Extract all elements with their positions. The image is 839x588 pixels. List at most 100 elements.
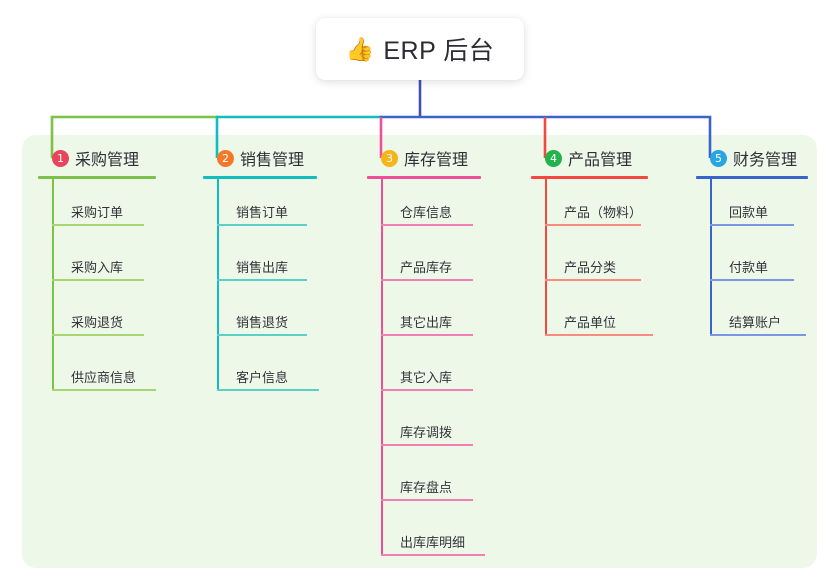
branch-column-5: 5 财务管理回款单付款单结算账户 — [696, 146, 808, 344]
branch-column-2: 2 销售管理销售订单销售出库销售退货客户信息 — [203, 146, 319, 399]
branch-number-badge: 3 — [381, 149, 398, 167]
branch-item[interactable]: 采购订单 — [38, 179, 156, 234]
branch-number-badge: 1 — [52, 149, 69, 167]
branch-item-rule — [381, 499, 473, 501]
branch-item-label: 客户信息 — [236, 370, 289, 385]
branch-item[interactable]: 其它出库 — [367, 289, 481, 344]
branch-item-label: 产品分类 — [564, 260, 617, 275]
branch-item-rule — [217, 334, 307, 336]
branch-item-label: 库存盘点 — [400, 480, 453, 495]
root-node-title: ERP 后台 — [383, 37, 495, 65]
branch-item-rule — [381, 279, 473, 281]
branch-title: 产品管理 — [568, 152, 633, 169]
branch-item-rule — [217, 389, 319, 391]
branch-title: 财务管理 — [733, 152, 798, 169]
branch-item-list: 产品（物料） 产品分类产品单位 — [531, 179, 653, 344]
branch-item-label: 采购订单 — [71, 205, 124, 220]
branch-title: 销售管理 — [240, 152, 305, 169]
branch-item-rule — [710, 224, 794, 226]
branch-header-1[interactable]: 1 采购管理 — [38, 146, 156, 170]
branch-item-label: 产品（物料） — [564, 205, 643, 220]
branch-column-1: 1 采购管理采购订单采购入库采购退货供应商信息 — [38, 146, 156, 399]
branch-item-rule — [52, 334, 144, 336]
branch-item-rule — [381, 334, 473, 336]
branch-title: 采购管理 — [75, 152, 140, 169]
branch-item[interactable]: 产品单位 — [531, 289, 653, 344]
branch-item[interactable]: 产品库存 — [367, 234, 481, 289]
branch-item-label: 付款单 — [729, 260, 769, 275]
branch-item-label: 产品单位 — [564, 315, 617, 330]
branch-number-badge: 2 — [217, 149, 234, 167]
branch-item-label: 其它入库 — [400, 370, 453, 385]
branch-item[interactable]: 库存盘点 — [367, 454, 481, 509]
branch-item-label: 回款单 — [729, 205, 769, 220]
branch-item[interactable]: 出库库明细 — [367, 509, 485, 564]
branch-item-rule — [381, 444, 473, 446]
branch-column-4: 4 产品管理产品（物料） 产品分类产品单位 — [531, 146, 653, 344]
root-node-card[interactable]: 👍 ERP 后台 — [316, 18, 524, 80]
branch-spine-line — [381, 179, 383, 556]
branch-item[interactable]: 其它入库 — [367, 344, 481, 399]
branch-header-rule — [531, 176, 648, 179]
branch-item-list: 仓库信息产品库存其它出库其它入库库存调拨库存盘点出库库明细 — [367, 179, 485, 564]
branch-item-label: 采购退货 — [71, 315, 124, 330]
branch-item[interactable]: 客户信息 — [203, 344, 319, 399]
branch-item-rule — [52, 279, 144, 281]
branch-item[interactable]: 采购入库 — [38, 234, 156, 289]
branch-item[interactable]: 采购退货 — [38, 289, 156, 344]
branch-item[interactable]: 结算账户 — [696, 289, 808, 344]
branch-spine-line — [710, 179, 712, 336]
branch-item-rule — [545, 279, 641, 281]
branch-header-rule — [696, 176, 808, 179]
branch-item[interactable]: 产品分类 — [531, 234, 648, 289]
branch-header-4[interactable]: 4 产品管理 — [531, 146, 648, 170]
branch-item[interactable]: 付款单 — [696, 234, 808, 289]
branch-item-rule — [381, 389, 473, 391]
branch-item-rule — [52, 224, 144, 226]
branch-number-badge: 5 — [710, 149, 727, 167]
branch-item-label: 产品库存 — [400, 260, 453, 275]
branch-item[interactable]: 销售退货 — [203, 289, 317, 344]
branch-item-label: 采购入库 — [71, 260, 124, 275]
branch-item-label: 销售出库 — [236, 260, 289, 275]
branch-item[interactable]: 仓库信息 — [367, 179, 481, 234]
branch-item-label: 销售订单 — [236, 205, 289, 220]
branch-item[interactable]: 产品（物料） — [531, 179, 648, 234]
branch-item-rule — [52, 389, 156, 391]
branch-spine-line — [217, 179, 219, 391]
branch-item-list: 回款单付款单结算账户 — [696, 179, 808, 344]
branch-header-5[interactable]: 5 财务管理 — [696, 146, 808, 170]
branch-spine-line — [52, 179, 54, 391]
branch-item-label: 其它出库 — [400, 315, 453, 330]
branch-item-rule — [381, 554, 485, 556]
branch-item-rule — [217, 279, 307, 281]
branch-item-rule — [381, 224, 473, 226]
branch-item-label: 库存调拨 — [400, 425, 453, 440]
branch-item-rule — [710, 334, 806, 336]
branch-item-rule — [217, 224, 307, 226]
branch-item-label: 出库库明细 — [400, 535, 466, 550]
branch-item-label: 结算账户 — [729, 315, 782, 330]
thumbs-up-icon: 👍 — [345, 35, 375, 62]
branch-item[interactable]: 库存调拨 — [367, 399, 481, 454]
branch-spine-line — [545, 179, 547, 336]
branch-item-rule — [710, 279, 794, 281]
branch-item-list: 销售订单销售出库销售退货客户信息 — [203, 179, 319, 399]
branch-item[interactable]: 供应商信息 — [38, 344, 156, 399]
diagram-background-panel — [22, 135, 817, 568]
branch-number-badge: 4 — [545, 149, 562, 167]
branch-item[interactable]: 销售订单 — [203, 179, 317, 234]
branch-header-rule — [203, 176, 317, 179]
branch-header-2[interactable]: 2 销售管理 — [203, 146, 317, 170]
branch-item-label: 供应商信息 — [71, 370, 137, 385]
branch-item[interactable]: 销售出库 — [203, 234, 317, 289]
branch-item-label: 销售退货 — [236, 315, 289, 330]
branch-item-label: 仓库信息 — [400, 205, 453, 220]
branch-item-rule — [545, 334, 653, 336]
branch-header-rule — [367, 176, 481, 179]
branch-item-rule — [545, 224, 641, 226]
branch-item[interactable]: 回款单 — [696, 179, 808, 234]
